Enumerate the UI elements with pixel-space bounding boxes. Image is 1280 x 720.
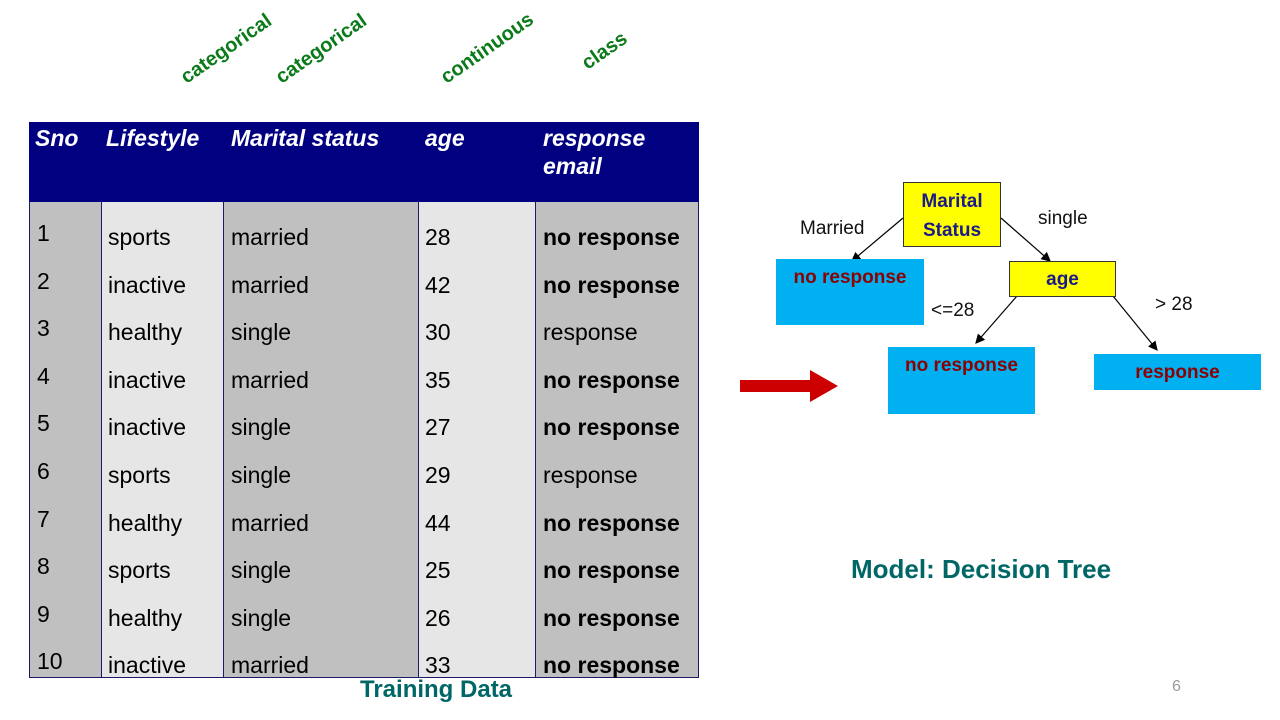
edge-label-gt28: > 28 [1155, 294, 1193, 315]
cell-sno: 9 [37, 600, 50, 627]
cell-response: no response [543, 509, 680, 536]
cell-age: 27 [425, 414, 451, 441]
cell-lifestyle: healthy [108, 509, 183, 536]
cell-lifestyle: healthy [108, 604, 183, 631]
training-data-caption: Training Data [360, 676, 513, 703]
cell-sno: 7 [37, 505, 50, 532]
leaf-node-married: no response [776, 259, 924, 325]
cell-marital-status: single [231, 319, 292, 346]
header-sno: Sno [35, 125, 79, 151]
divider [101, 200, 102, 678]
cell-sno: 10 [37, 648, 63, 675]
edge-label-le28: <=28 [931, 300, 975, 321]
table-header [29, 122, 699, 202]
cell-response: response [543, 462, 638, 488]
cell-response: no response [543, 652, 680, 679]
cell-lifestyle: inactive [108, 271, 186, 298]
cell-lifestyle: sports [108, 557, 171, 584]
cell-response: no response [543, 366, 680, 393]
divider [535, 200, 536, 678]
cell-marital-status: single [231, 462, 292, 488]
cell-age: 26 [425, 604, 451, 631]
cell-sno: 8 [37, 553, 50, 580]
cell-lifestyle: sports [108, 462, 171, 488]
cell-response: no response [543, 604, 680, 631]
cell-age: 33 [425, 652, 451, 679]
cell-response: no response [543, 271, 680, 298]
cell-sno: 6 [37, 458, 50, 484]
cell-response: no response [543, 224, 680, 250]
divider [223, 200, 224, 678]
cell-lifestyle: healthy [108, 319, 183, 346]
edge-le28 [975, 295, 1018, 344]
header-lifestyle: Lifestyle [106, 125, 200, 151]
cell-marital-status: single [231, 557, 292, 584]
cell-response: response [543, 319, 638, 346]
cell-age: 25 [425, 557, 451, 584]
cell-marital-status: single [231, 604, 292, 631]
cell-response: no response [543, 414, 680, 441]
cell-marital-status: married [231, 224, 309, 250]
cell-age: 35 [425, 366, 451, 393]
slide-number: 6 [1172, 678, 1181, 695]
cell-age: 44 [425, 509, 451, 536]
leaf-node-gt28: response [1094, 354, 1261, 390]
cell-age: 29 [425, 462, 451, 488]
cell-age: 30 [425, 319, 451, 346]
edge-label-married: Married [800, 218, 865, 239]
header-marital-status: Marital status [231, 125, 380, 151]
cell-marital-status: married [231, 509, 309, 536]
age-node: age [1009, 261, 1116, 297]
cell-lifestyle: inactive [108, 414, 186, 441]
cell-sno: 5 [37, 410, 50, 437]
cell-lifestyle: inactive [108, 652, 186, 679]
col-bg-sno [29, 122, 101, 678]
cell-lifestyle: sports [108, 224, 171, 250]
divider [418, 200, 419, 678]
tree-root-node: Marital Status [903, 182, 1001, 247]
edge-single [1000, 217, 1051, 262]
cell-lifestyle: inactive [108, 366, 186, 393]
edge-married [851, 217, 904, 262]
cell-marital-status: single [231, 414, 292, 441]
cell-sno: 4 [37, 362, 50, 389]
cell-sno: 1 [37, 220, 50, 246]
cell-response: no response [543, 557, 680, 584]
col-bg-response [535, 122, 699, 678]
header-age: age [425, 125, 465, 151]
cell-age: 42 [425, 271, 451, 298]
cell-marital-status: married [231, 271, 309, 298]
col-bg-marital [223, 122, 418, 678]
cell-sno: 3 [37, 315, 50, 342]
model-caption: Model: Decision Tree [851, 554, 1112, 584]
cell-age: 28 [425, 224, 451, 250]
cell-marital-status: married [231, 652, 309, 679]
edge-gt28 [1112, 295, 1158, 351]
leaf-node-le28: no response [888, 347, 1035, 414]
col-bg-lifestyle [101, 122, 223, 678]
col-bg-age [418, 122, 535, 678]
cell-sno: 2 [37, 267, 50, 294]
cell-marital-status: married [231, 366, 309, 393]
right-arrow-icon [740, 370, 838, 402]
edge-label-single: single [1038, 208, 1088, 229]
header-response-email: response email [543, 125, 646, 179]
